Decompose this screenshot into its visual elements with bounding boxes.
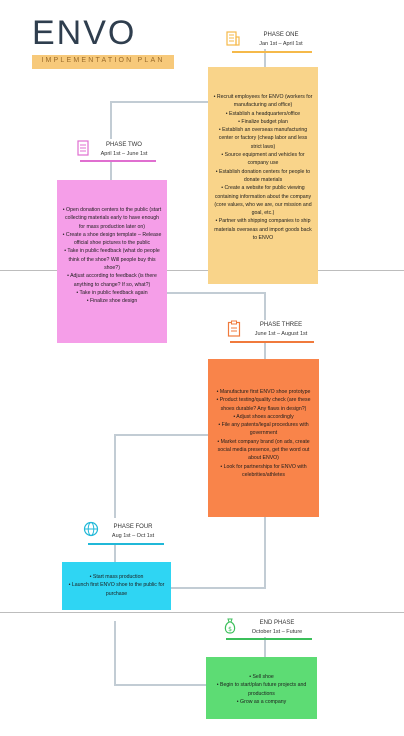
- list-item: • Look for partnerships for ENVO with ce…: [220, 463, 307, 478]
- phase-four-title: PHASE FOUR: [113, 524, 153, 530]
- list-item: • Establish an overseas manufacturing ce…: [218, 127, 308, 150]
- connector-line: [170, 587, 266, 589]
- subtitle-banner: [32, 55, 174, 69]
- connector-line: [114, 544, 116, 562]
- connector-line: [264, 637, 266, 657]
- phase-two-underline: [80, 160, 156, 162]
- list-item: • Establish a headquarters/office: [225, 110, 301, 117]
- connector-line: [264, 292, 266, 320]
- list-item: • Market company brand (on ads, create s…: [217, 438, 310, 462]
- end-phase-title: END PHASE: [259, 620, 295, 626]
- connector-line: [114, 434, 116, 518]
- list-item: • Take in public feedback again: [76, 289, 148, 296]
- list-item: • Finalize budget plan: [238, 118, 288, 125]
- list-item: • Begin to start/plan future projects an…: [216, 682, 307, 697]
- list-item: • Establish donation centers for people …: [215, 168, 311, 183]
- end-phase-box: • Sell shoe • Begin to start/plan future…: [206, 657, 317, 719]
- phase-two-box: • Open donation centers to the public (s…: [57, 180, 167, 343]
- connector-line: [166, 292, 266, 294]
- phase-one-underline: [232, 51, 312, 53]
- building-icon: [226, 30, 240, 46]
- connector-line: [110, 101, 112, 139]
- phase-two-title: PHASE TWO: [106, 142, 142, 148]
- svg-text:$: $: [228, 626, 232, 633]
- list-item: • Product testing/quality check (are the…: [216, 397, 311, 412]
- list-item: • Source equipment and vehicles for comp…: [221, 152, 305, 167]
- list-item: • Recruit employees for ENVO (workers fo…: [213, 94, 313, 109]
- list-item: • Take in public feedback (what do peopl…: [64, 248, 160, 272]
- list-item: • Manufacture first ENVO shoe prototype: [216, 389, 311, 395]
- phase-three-underline: [230, 341, 314, 343]
- connector-line: [114, 621, 116, 685]
- phase-two-dates: April 1st – June 1st: [100, 151, 148, 157]
- phase-four-box: • Start mass production • Launch first E…: [62, 562, 171, 610]
- phase-three-dates: June 1st – August 1st: [254, 331, 308, 337]
- list-item: • Finalize shoe design: [86, 298, 138, 305]
- end-phase-underline: [226, 638, 312, 640]
- phase-one-dates: Jan 1st – April 1st: [259, 41, 303, 47]
- clipboard-icon: [227, 320, 241, 337]
- phase-four-underline: [88, 543, 164, 545]
- connector-line: [264, 49, 266, 67]
- document-icon: [76, 140, 90, 156]
- connector-line: [114, 434, 210, 436]
- connector-line: [264, 343, 266, 359]
- list-item: • Grow as a company: [236, 698, 287, 705]
- list-item: • Sell shoe: [249, 674, 274, 680]
- phase-four-dates: Aug 1st – Oct 1st: [111, 533, 155, 539]
- list-item: • Adjust according to feedback (is there…: [67, 273, 157, 288]
- phase-one-title: PHASE ONE: [263, 32, 299, 38]
- connector-line: [110, 160, 112, 180]
- connector-line: [110, 101, 210, 103]
- list-item: • Start mass production: [89, 574, 144, 580]
- connector-line: [264, 517, 266, 589]
- phase-three-box: • Manufacture first ENVO shoe prototype …: [208, 359, 319, 517]
- list-item: • Create a shoe design template – Releas…: [62, 231, 162, 247]
- globe-icon: [83, 521, 99, 537]
- list-item: • Open donation centers to the public (s…: [62, 207, 162, 230]
- phase-one-box: • Recruit employees for ENVO (workers fo…: [208, 67, 318, 284]
- list-item: • Partner with shipping companies to shi…: [214, 218, 312, 242]
- page-subtitle: IMPLEMENTATION PLAN: [41, 57, 165, 64]
- page-divider: [0, 270, 404, 271]
- list-item: • Adjust shoes accordingly: [233, 413, 294, 420]
- money-bag-icon: $: [223, 617, 237, 634]
- page-divider: [0, 612, 404, 613]
- list-item: • File any patents/legal procedures with…: [218, 422, 309, 437]
- list-item: • Launch first ENVO shoe to the public f…: [68, 582, 165, 597]
- list-item: • Create a website for public viewing co…: [214, 185, 312, 217]
- end-phase-dates: October 1st – Future: [251, 629, 303, 635]
- connector-line: [114, 684, 206, 686]
- phase-three-title: PHASE THREE: [259, 322, 303, 328]
- page-title: ENVO: [32, 14, 137, 52]
